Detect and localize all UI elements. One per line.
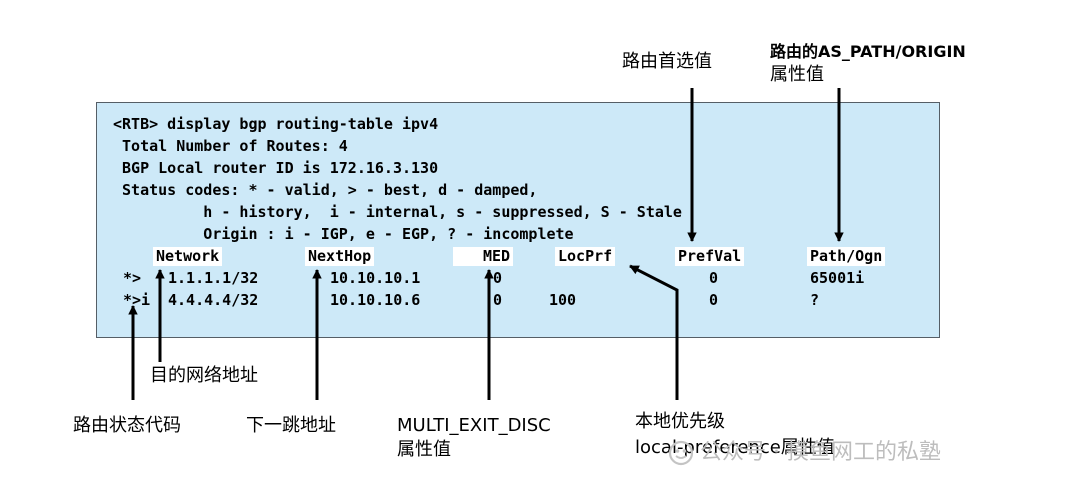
- annotation-prefval: 路由首选值: [622, 51, 712, 72]
- annotation-status: 路由状态代码: [73, 415, 181, 436]
- annotation-network: 目的网络地址: [150, 365, 258, 386]
- route-1-status: *>: [123, 269, 142, 287]
- watermark-text: 公众号 · 摸鱼网工的私塾: [700, 440, 941, 465]
- terminal-line-router-id: BGP Local router ID is 172.16.3.130: [113, 159, 439, 177]
- route-1-med: 0: [493, 269, 503, 287]
- column-header-locprf: LocPrf: [555, 247, 616, 266]
- terminal-line-command: <RTB> display bgp routing-table ipv4: [113, 115, 439, 133]
- route-2-path: ?: [810, 291, 820, 309]
- route-2-network: 4.4.4.4/32: [168, 291, 259, 309]
- annotation-nexthop: 下一跳地址: [246, 415, 336, 436]
- terminal-line-status-codes-cont: h - history, i - internal, s - suppresse…: [113, 203, 682, 221]
- route-2-prefval: 0: [709, 291, 719, 309]
- locprf-arrow: [629, 264, 679, 400]
- annotation-med-line2: 属性值: [397, 439, 451, 460]
- terminal-line-total-routes: Total Number of Routes: 4: [113, 137, 348, 155]
- route-1-network: 1.1.1.1/32: [168, 269, 259, 287]
- route-1-nexthop: 10.10.10.1: [330, 269, 421, 287]
- route-2-nexthop: 10.10.10.6: [330, 291, 421, 309]
- column-header-prefval: PrefVal: [675, 247, 745, 266]
- route-1-path: 65001i: [810, 269, 865, 287]
- terminal-output-panel: <RTB> display bgp routing-table ipv4 Tot…: [96, 102, 940, 338]
- column-header-nexthop: NextHop: [305, 247, 375, 266]
- route-1-prefval: 0: [709, 269, 719, 287]
- column-header-network: Network: [153, 247, 223, 266]
- annotation-path-line2: 属性值: [770, 64, 824, 85]
- terminal-line-status-codes: Status codes: * - valid, > - best, d - d…: [113, 181, 538, 199]
- route-2-locprf: 100: [549, 291, 577, 309]
- wechat-official-account-icon: [668, 440, 694, 466]
- terminal-line-origin-codes: Origin : i - IGP, e - EGP, ? - incomplet…: [113, 225, 574, 243]
- route-2-med: 0: [493, 291, 503, 309]
- column-header-path: Path/Ogn: [807, 247, 886, 266]
- annotation-locprf-line1: 本地优先级: [635, 411, 725, 432]
- column-header-med: MED: [453, 247, 514, 266]
- annotation-path-line1: 路由的AS_PATH/ORIGIN: [770, 42, 966, 61]
- route-2-status: *>i: [123, 291, 151, 309]
- annotation-med-line1: MULTI_EXIT_DISC: [397, 415, 551, 436]
